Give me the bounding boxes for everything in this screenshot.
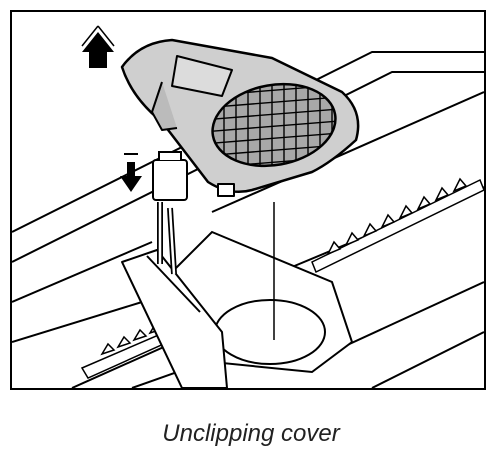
vent-slats-right — [311, 177, 484, 274]
speaker-connector — [152, 151, 188, 275]
speaker-grille — [205, 74, 343, 176]
unclipping-cover-illustration — [12, 25, 484, 388]
arrow-down-icon — [120, 153, 142, 192]
side-flap — [121, 249, 228, 388]
arrow-up-icon — [81, 25, 115, 68]
figure-caption: Unclipping cover — [162, 420, 340, 447]
illustration-frame — [10, 10, 486, 390]
